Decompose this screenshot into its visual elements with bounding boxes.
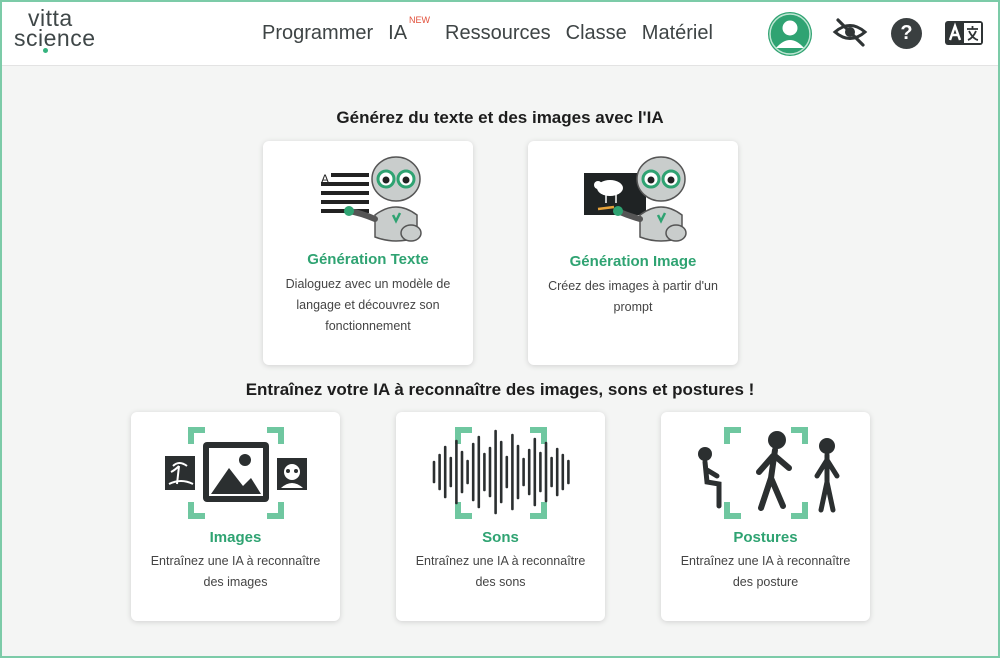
card-title: Génération Texte bbox=[307, 251, 429, 268]
vittascience-logo[interactable]: vitta science bbox=[14, 5, 96, 53]
nav-ia-label: IA bbox=[388, 21, 408, 44]
nav-ia[interactable]: IANEW bbox=[388, 15, 430, 45]
card-description: Entraînez une IA à reconnaître des image… bbox=[150, 554, 321, 589]
card-description: Entraînez une IA à reconnaître des sons bbox=[415, 554, 586, 589]
section-title-train: Entraînez votre IA à reconnaître des ima… bbox=[245, 380, 755, 399]
card-image-generation[interactable]: Génération Image Créez des images à part… bbox=[528, 141, 738, 365]
translate-icon[interactable] bbox=[944, 20, 984, 46]
main-nav: Programmer IANEW Ressources Classe Matér… bbox=[262, 0, 713, 66]
text-generation-illustration: A bbox=[321, 156, 422, 242]
nav-classe[interactable]: Classe bbox=[565, 21, 627, 44]
card-title: Sons bbox=[482, 529, 519, 546]
image-generation-illustration bbox=[584, 156, 687, 242]
card-title: Images bbox=[209, 529, 262, 546]
nav-ressources[interactable]: Ressources bbox=[445, 21, 551, 44]
logo-line1: vitta bbox=[28, 5, 73, 31]
card-description: Entraînez une IA à reconnaître des postu… bbox=[680, 554, 851, 589]
eye-slash-icon[interactable] bbox=[832, 16, 868, 48]
nav-materiel[interactable]: Matériel bbox=[641, 21, 713, 44]
card-postures[interactable]: Postures Entraînez une IA à reconnaître … bbox=[661, 412, 870, 621]
card-title: Génération Image bbox=[569, 253, 697, 270]
user-avatar-icon[interactable] bbox=[768, 12, 812, 56]
top-bar: vitta science Programmer IANEW Ressource… bbox=[0, 0, 1000, 66]
logo-dot bbox=[43, 48, 48, 53]
images-illustration bbox=[165, 427, 307, 519]
card-description: Créez des images à partir d'un prompt bbox=[548, 279, 718, 314]
card-text-generation[interactable]: A Génération Texte Dialoguez avec un mod… bbox=[263, 141, 473, 365]
nav-programmer[interactable]: Programmer bbox=[262, 21, 374, 44]
sounds-illustration bbox=[432, 427, 570, 519]
section-title-generate: Générez du texte et des images avec l'IA bbox=[336, 108, 664, 127]
new-badge: NEW bbox=[409, 14, 431, 25]
card-title: Postures bbox=[733, 529, 798, 546]
postures-illustration bbox=[698, 427, 840, 519]
card-images[interactable]: Images Entraînez une IA à reconnaître de… bbox=[131, 412, 340, 621]
logo-line2: science bbox=[14, 25, 96, 51]
card-sounds[interactable]: Sons Entraînez une IA à reconnaître des … bbox=[396, 412, 605, 621]
help-icon[interactable]: ? bbox=[891, 18, 922, 49]
card-description: Dialoguez avec un modèle de langage et d… bbox=[285, 277, 451, 333]
illustration-letter: A bbox=[321, 172, 329, 186]
